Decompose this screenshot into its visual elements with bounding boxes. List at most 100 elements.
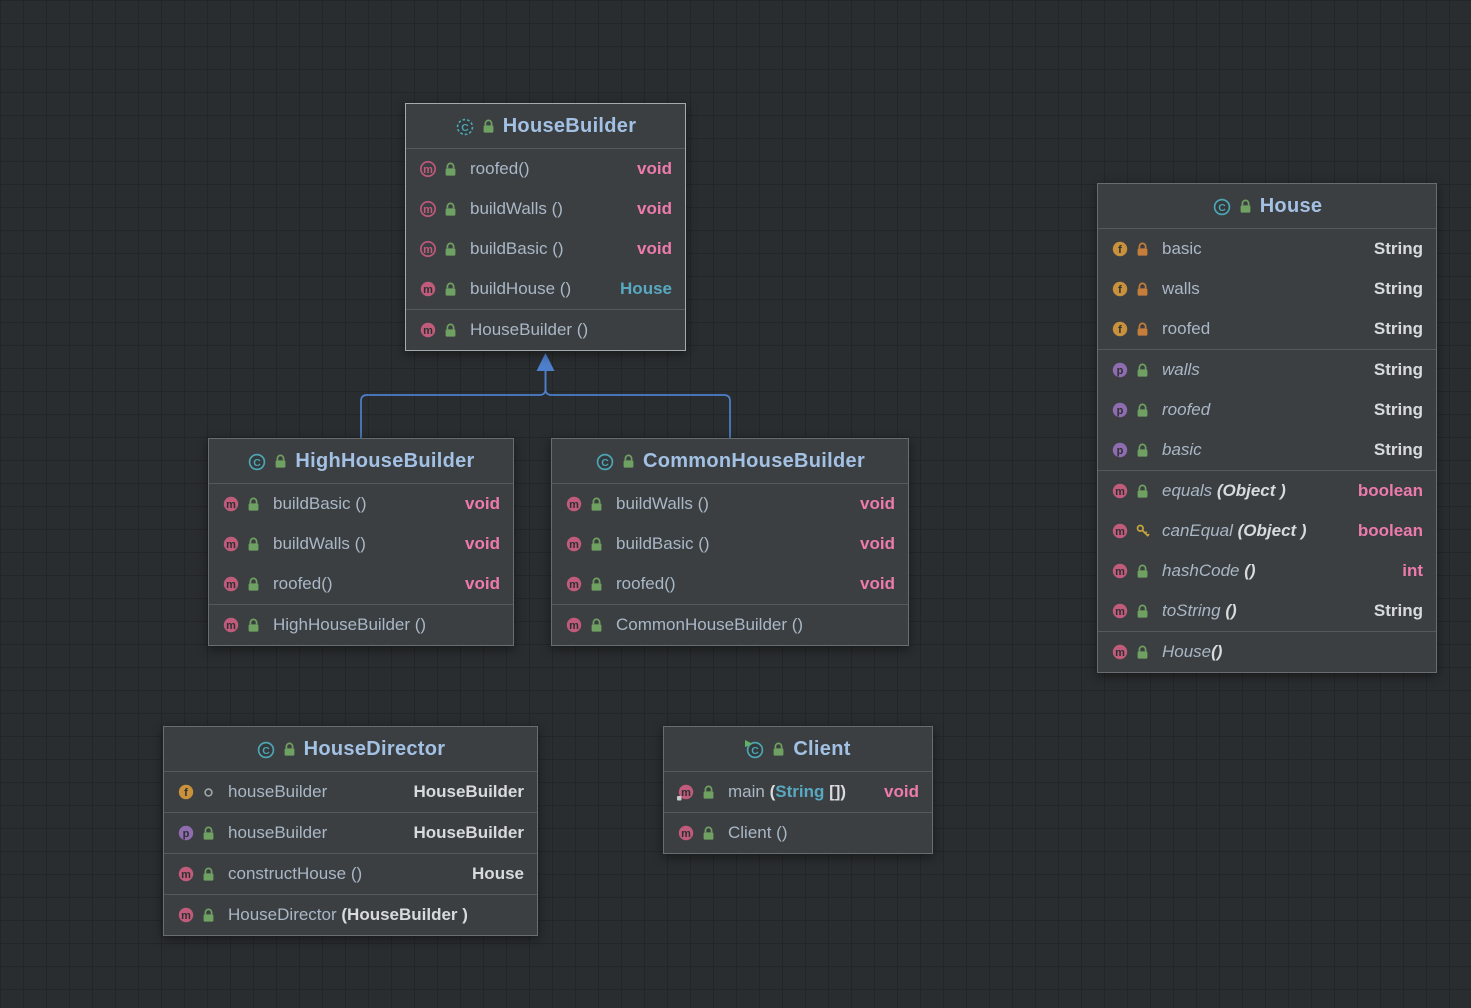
field-icon: f [1111,280,1129,298]
member-name: walls [1162,279,1200,298]
inheritance-edge[interactable] [544,371,731,438]
lock-icon [1135,564,1150,579]
svg-text:m: m [226,539,236,551]
member-name: houseBuilder [228,823,328,842]
method-icon: m [419,240,437,258]
member-return-type: House [472,864,524,883]
member-return-type: void [465,494,500,513]
svg-text:m: m [1115,526,1125,538]
lock-icon [1135,282,1150,297]
member-row[interactable]: m Client () [664,813,932,853]
svg-text:m: m [681,828,691,840]
class-icon: C [256,740,275,759]
lock-icon [443,282,458,297]
svg-text:m: m [423,325,433,337]
member-return-type: int [1402,561,1423,580]
svg-text:m: m [423,204,433,216]
member-name: Client () [728,823,788,842]
member-name: HouseBuilder () [470,320,589,339]
member-name: roofed [1162,319,1211,338]
member-row[interactable]: m HouseBuilder () [406,310,685,350]
svg-text:m: m [423,244,433,256]
member-name: buildWalls () [470,199,563,218]
member-name: constructHouse () [228,864,363,883]
member-name: (Object ) [1216,481,1286,500]
method-icon: m [677,824,695,842]
svg-text:m: m [681,787,691,799]
method-icon: m [419,200,437,218]
inheritance-edge[interactable] [360,371,547,438]
class-title: HighHouseBuilder [295,449,475,472]
lock-icon [201,867,216,882]
svg-text:f: f [1118,324,1122,336]
lock-icon [1239,199,1252,214]
svg-text:f: f [1118,284,1122,296]
member-name: roofed() [470,159,530,178]
class-title: Client [793,737,851,760]
member-name: canEqual [1162,521,1238,540]
member-return-type: void [637,159,672,178]
svg-text:m: m [226,579,236,591]
lock-icon [246,537,261,552]
svg-text:m: m [181,910,191,922]
member-row[interactable]: f walls String [1098,269,1436,309]
svg-text:C: C [601,457,609,469]
field-icon: f [177,783,195,801]
member-return-type: String [1373,279,1423,298]
lock-icon [246,618,261,633]
method-icon: m [1111,482,1129,500]
member-name: ( [769,782,776,801]
member-return-type: void [860,494,895,513]
svg-text:m: m [226,499,236,511]
lock-icon [1135,443,1150,458]
member-name: String [775,782,825,801]
member-name: HouseDirector [228,905,342,924]
member-section: m Client () [664,812,932,853]
